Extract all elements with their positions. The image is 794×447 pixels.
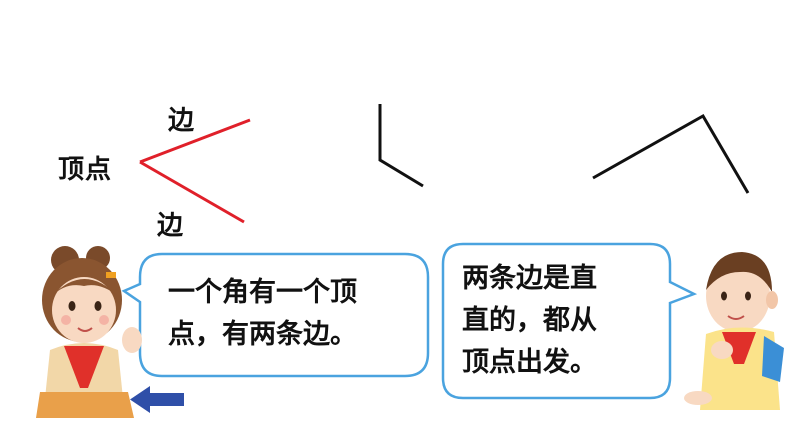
boy-bubble-line-2: 直的，都从 xyxy=(462,305,597,336)
edge-label-top: 边 xyxy=(168,106,196,136)
boy-bubble-text: 两条边是直 直的，都从 顶点出发。 xyxy=(462,258,597,384)
edge-label-bottom: 边 xyxy=(157,211,185,241)
angle-example-right xyxy=(592,113,750,194)
vertex-label: 顶点 xyxy=(58,155,113,185)
boy-bubble-line-1: 两条边是直 xyxy=(462,263,597,294)
girl-bubble-text: 一个角有一个顶 点，有两条边。 xyxy=(168,272,357,356)
angle-edge-top xyxy=(139,118,251,164)
girl-speech-bubble xyxy=(121,252,430,378)
left-arrow-icon[interactable] xyxy=(130,386,184,413)
angle-edge-bottom xyxy=(139,160,245,224)
girl-bubble-line-1: 一个角有一个顶 xyxy=(168,277,357,308)
boy-illustration xyxy=(684,252,784,410)
angle-example-middle xyxy=(378,104,424,188)
girl-illustration xyxy=(36,246,142,418)
girl-bubble-line-2: 点，有两条边。 xyxy=(168,319,357,350)
boy-speech-bubble xyxy=(441,242,698,400)
boy-bubble-line-3: 顶点出发。 xyxy=(462,347,597,378)
